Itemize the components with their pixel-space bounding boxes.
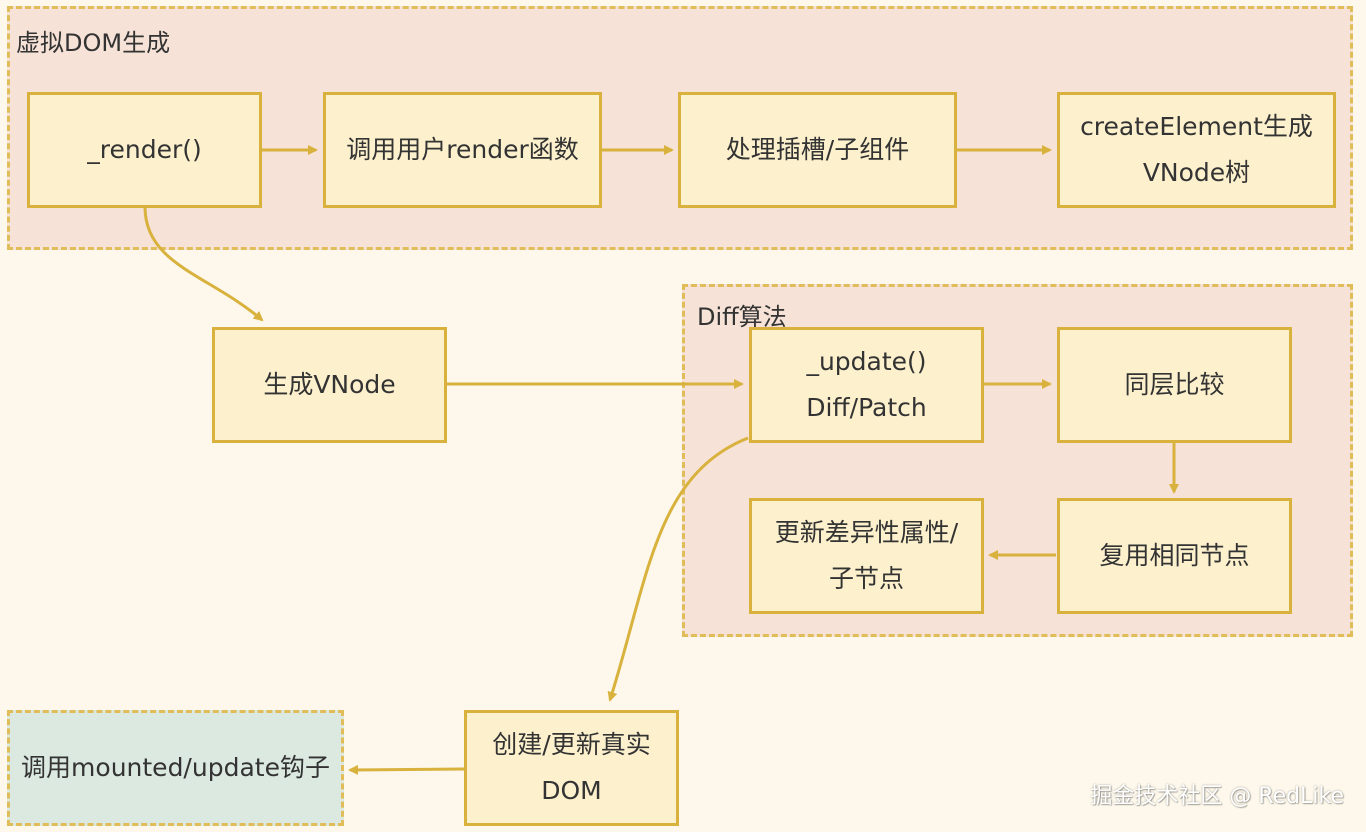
node-reuse-nodes[interactable]: 复用相同节点 [1057, 498, 1292, 614]
node-create-real-dom[interactable]: 创建/更新真实 DOM [464, 710, 679, 826]
node-call-user-render[interactable]: 调用用户render函数 [323, 92, 602, 208]
node-create-real-dom-line-2: DOM [541, 776, 602, 805]
node-call-user-render-line-1: 调用用户render函数 [346, 135, 579, 164]
node-gen-vnode[interactable]: 生成VNode [212, 327, 447, 443]
node-reuse-nodes-line-1: 复用相同节点 [1099, 541, 1250, 570]
node-mounted-hook-line-1: 调用mounted/update钩子 [21, 753, 330, 782]
edge-create-real-dom-to-mounted-hook [348, 764, 465, 775]
node-update-attrs-line-1: 更新差异性属性/ [774, 518, 959, 547]
node-update-attrs[interactable]: 更新差异性属性/ 子节点 [749, 498, 984, 614]
node-mounted-hook[interactable]: 调用mounted/update钩子 [7, 710, 344, 826]
group-title-diff: Diff算法 [697, 303, 787, 331]
node-create-real-dom-line-1: 创建/更新真实 [492, 730, 651, 759]
node-update-attrs-line-2: 子节点 [828, 564, 904, 593]
node-render-line-1: _render() [87, 135, 202, 164]
group-title-virtual-dom: 虚拟DOM生成 [16, 29, 171, 57]
node-update-patch-line-2: Diff/Patch [806, 393, 927, 422]
node-gen-vnode-line-1: 生成VNode [263, 370, 396, 399]
node-update-patch-line-1: _update() [806, 347, 927, 376]
node-same-level[interactable]: 同层比较 [1057, 327, 1292, 443]
node-same-level-line-1: 同层比较 [1124, 370, 1225, 399]
node-render[interactable]: _render() [27, 92, 262, 208]
node-create-element[interactable]: createElement生成 VNode树 [1057, 92, 1336, 208]
node-create-element-line-1: createElement生成 [1080, 112, 1313, 141]
node-update-patch[interactable]: _update() Diff/Patch [749, 327, 984, 443]
watermark: 掘金技术社区 @ RedLike [1090, 784, 1344, 809]
node-handle-slots-line-1: 处理插槽/子组件 [725, 135, 910, 164]
node-handle-slots[interactable]: 处理插槽/子组件 [678, 92, 957, 208]
node-create-element-line-2: VNode树 [1142, 158, 1251, 187]
